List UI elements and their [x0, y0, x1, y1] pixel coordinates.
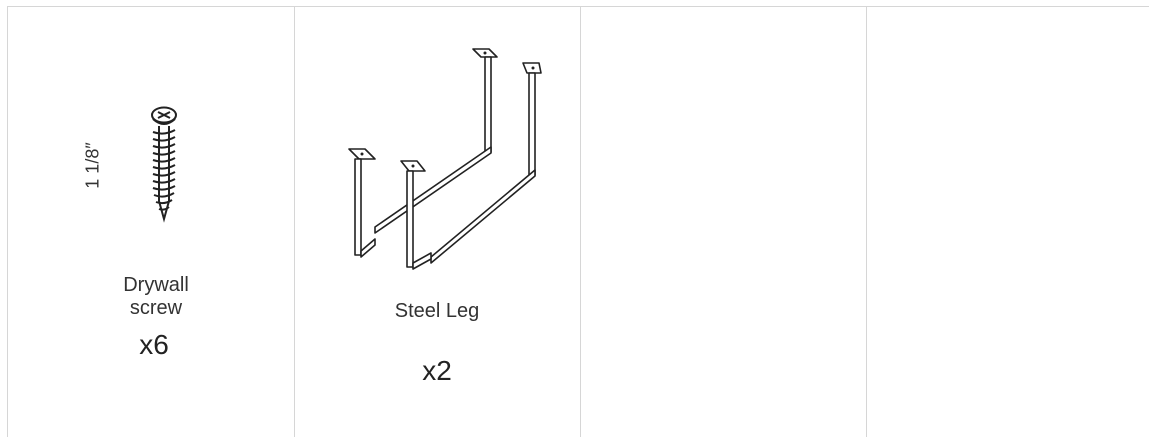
part-cell-drywall-screw: 1 1/8″ Drywall: [8, 7, 294, 437]
table-divider: [7, 6, 8, 437]
steel-leg-icon: [348, 48, 542, 270]
table-divider: [580, 6, 581, 437]
part-cell-empty: [867, 7, 1149, 437]
part-name: Drywall screw: [123, 274, 189, 319]
drywall-screw-icon: [151, 106, 177, 223]
part-name: Steel Leg: [394, 300, 480, 322]
part-quantity: x6: [139, 329, 169, 360]
table-top-border: [7, 6, 1149, 7]
table-divider: [294, 6, 295, 437]
part-cell-empty: [581, 7, 866, 437]
table-divider: [866, 6, 867, 437]
part-quantity: x2: [422, 355, 452, 386]
part-cell-steel-leg: Steel Leg x2: [295, 7, 580, 437]
screw-length-label: 1 1/8″: [82, 142, 103, 189]
